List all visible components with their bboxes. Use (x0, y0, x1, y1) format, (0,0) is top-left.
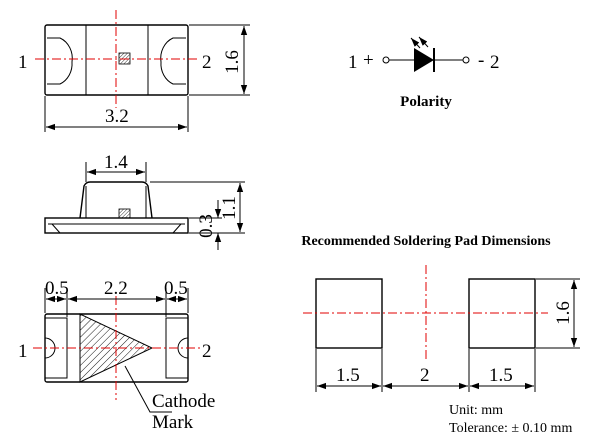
top-view-notch-right (160, 37, 186, 85)
cathode-mark-label-line-1: Cathode (152, 391, 215, 412)
polarity-anode-terminal (382, 56, 390, 64)
bottom-view-center-label: 2.2 (104, 278, 128, 299)
side-view-chip (118, 208, 131, 219)
bottom-view-pin-1-label: 1 (18, 341, 28, 362)
tolerance-note: Tolerance: ± 0.10 mm (449, 421, 572, 436)
polarity-cathode-terminal (462, 56, 470, 64)
polarity-plus-sign: + (363, 50, 374, 71)
side-view-base (44, 217, 189, 234)
bottom-view-pad-right-label: 0.5 (164, 278, 188, 299)
polarity-symbol: 1 + - 2 Polarity (348, 36, 500, 110)
bottom-view: 1 2 0.5 2.2 0.5 Cathode Mark (18, 278, 215, 433)
side-view-base-height-label: 0.3 (196, 214, 217, 238)
side-view-terminal-edge-left (51, 223, 61, 234)
top-view-length-label: 3.2 (105, 106, 129, 127)
side-view-terminal-edge-right (172, 223, 182, 234)
light-emission-arrow-icon (410, 37, 421, 49)
light-emission-arrow-icon (418, 36, 429, 48)
top-view-pin-2-label: 2 (202, 52, 212, 73)
soldering-pad-title: Recommended Soldering Pad Dimensions (301, 234, 551, 249)
top-view-pin-1-label: 1 (18, 52, 28, 73)
unit-note: Unit: mm (449, 403, 503, 418)
side-view: 1.4 1.1 0.3 (44, 152, 245, 250)
led-triangle-icon (414, 48, 434, 72)
polarity-pin-2-label: 2 (490, 52, 500, 73)
top-view: 1 2 3.2 1.6 (18, 10, 250, 132)
soldering-pad-layout: Recommended Soldering Pad Dimensions 1.6… (301, 234, 580, 392)
cathode-mark-leader (124, 365, 172, 413)
polarity-minus-sign: - (478, 50, 484, 71)
side-view-lens (79, 181, 153, 219)
pad-height-label: 1.6 (553, 301, 574, 325)
pad-gap-label: 2 (420, 365, 430, 386)
cathode-mark-label-line-2: Mark (152, 412, 194, 433)
side-view-lens-width-label: 1.4 (104, 152, 128, 173)
side-view-total-height-label: 1.1 (219, 196, 240, 220)
top-view-width-label: 1.6 (222, 50, 243, 74)
pad-left-width-label: 1.5 (336, 365, 360, 386)
notes: Unit: mm Tolerance: ± 0.10 mm (449, 403, 572, 436)
pad-right-width-label: 1.5 (489, 365, 513, 386)
polarity-pin-1-label: 1 (348, 52, 358, 73)
bottom-view-pad-left-label: 0.5 (45, 278, 69, 299)
bottom-view-pin-2-label: 2 (202, 341, 212, 362)
top-view-notch-left (47, 37, 73, 85)
polarity-title: Polarity (400, 94, 452, 110)
